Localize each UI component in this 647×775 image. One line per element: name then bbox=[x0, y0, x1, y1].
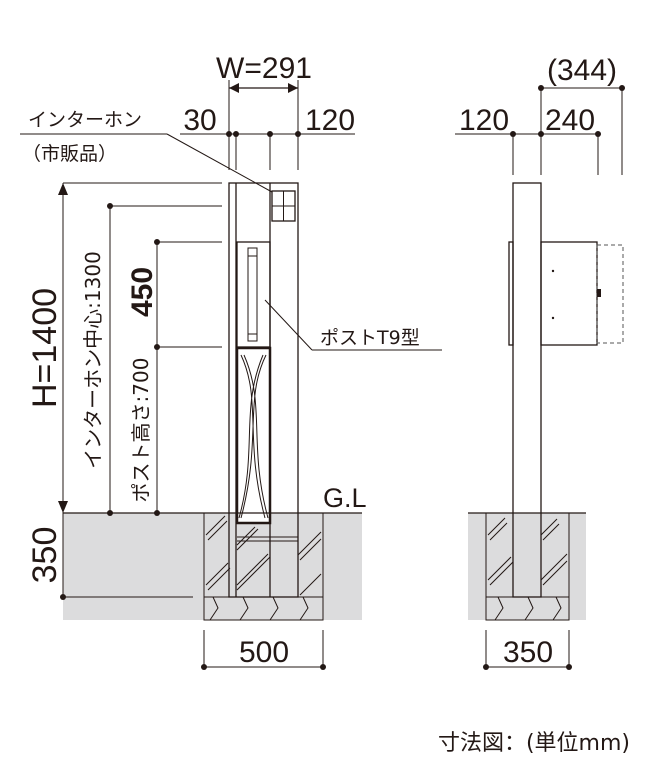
side-view: (344) 120 240 350 bbox=[455, 54, 625, 670]
mailbox-side bbox=[508, 241, 624, 346]
ground-line-label: G.L bbox=[323, 483, 367, 513]
front-view: G.L W=291 30 120 インターホン （市販品） H=1400 350… bbox=[20, 52, 442, 670]
total-depth-label: (344) bbox=[547, 54, 617, 87]
intercom-sub-label: （市販品） bbox=[22, 143, 117, 165]
knob-icon bbox=[597, 289, 601, 297]
intercom-center-label: インターホン中心:1300 bbox=[81, 251, 105, 469]
post-height-label: ポスト高さ:700 bbox=[129, 358, 153, 503]
post-depth-label: 120 bbox=[459, 104, 509, 137]
offset-right-label: 120 bbox=[305, 104, 355, 137]
height-label: H=1400 bbox=[26, 288, 64, 408]
foundation-width-front-label: 500 bbox=[239, 636, 289, 669]
diagram-title: 寸法図：(単位mm) bbox=[438, 731, 630, 756]
mailbox-front bbox=[235, 241, 272, 525]
ground-area-side bbox=[468, 513, 586, 620]
width-label: W=291 bbox=[216, 52, 312, 85]
post-model-label: ポストT9型 bbox=[320, 327, 420, 349]
ground-area-front bbox=[63, 513, 362, 620]
intercom-label: インターホン bbox=[28, 109, 142, 131]
offset-left-label: 30 bbox=[183, 104, 216, 137]
box-depth-label: 240 bbox=[545, 104, 595, 137]
foundation-front bbox=[203, 512, 324, 621]
post-pillar-side bbox=[512, 182, 542, 598]
intercom-box bbox=[271, 190, 296, 222]
foundation-width-side-label: 350 bbox=[503, 636, 553, 669]
intercom-leader-line bbox=[166, 133, 273, 193]
embed-depth-label: 350 bbox=[26, 527, 64, 584]
post-box-height-label: 450 bbox=[126, 267, 159, 317]
